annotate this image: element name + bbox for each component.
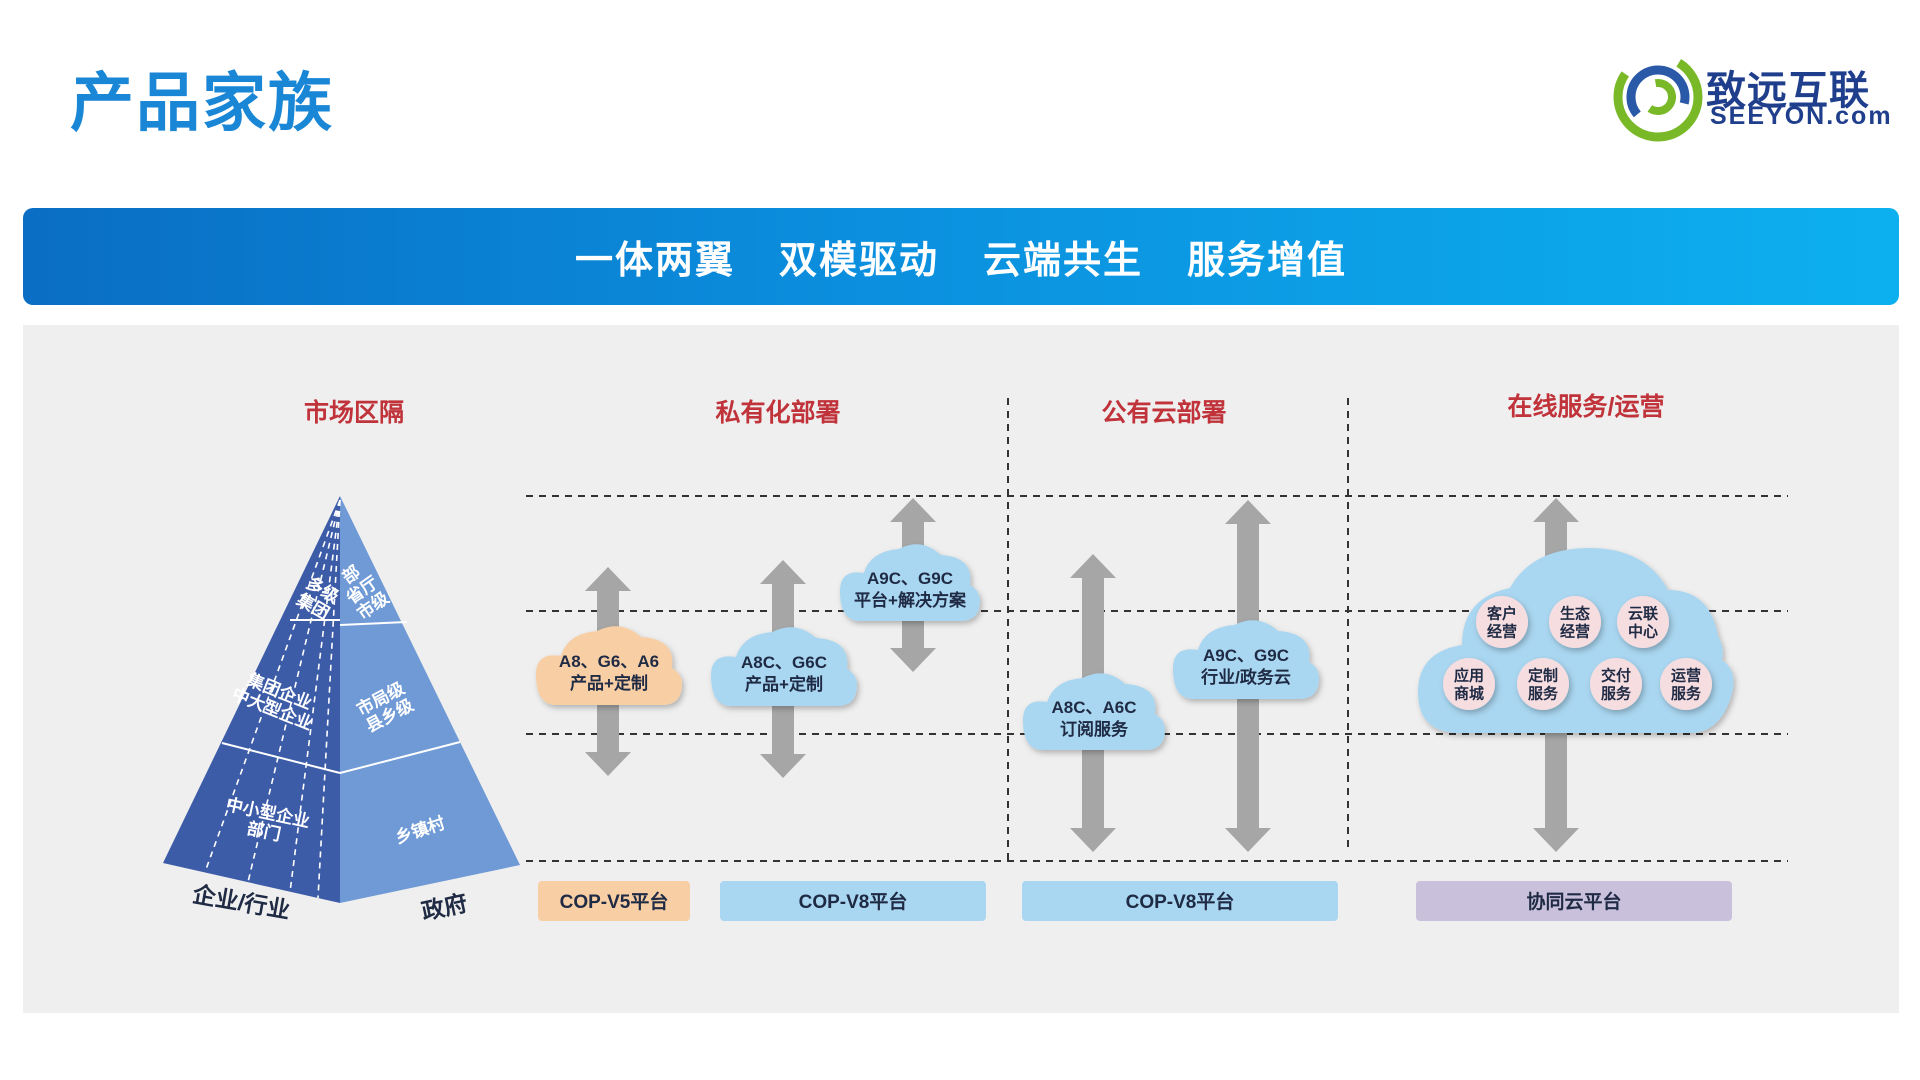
pyramid-left-face xyxy=(163,496,340,903)
service-bubble-label: 应用商城 xyxy=(1454,666,1484,702)
service-bubble-shape xyxy=(1517,658,1569,710)
service-bubble-label: 交付服务 xyxy=(1601,666,1632,702)
platform-label: COP-V5平台 xyxy=(560,890,669,913)
logo: 致远互联 SEEYON.com xyxy=(1610,52,1891,142)
service-bubble-label: 运营服务 xyxy=(1671,667,1702,702)
service-bubble-3: 云联中心 xyxy=(1617,596,1669,648)
slogan-3: 云端共生 xyxy=(983,240,1144,282)
slogan-1: 一体两翼 xyxy=(574,240,735,282)
section-title-online: 在线服务/运营 xyxy=(1508,392,1665,421)
platform-bar-shape xyxy=(538,881,690,921)
service-bubble-shape xyxy=(1590,658,1642,710)
platform-label: COP-V8平台 xyxy=(1126,890,1235,913)
cloud-shape xyxy=(711,627,857,706)
service-bubble-shape xyxy=(1660,658,1712,710)
platform-bar-shape xyxy=(1416,881,1732,921)
platform-bar-shape xyxy=(720,881,986,921)
page-title: 产品家族 xyxy=(70,67,334,139)
service-bubble-5: 定制服务 xyxy=(1517,658,1569,710)
pyramid-right-face xyxy=(340,496,520,903)
service-bubble-2: 生态经营 xyxy=(1549,596,1601,648)
slogan-2: 双模驱动 xyxy=(778,240,939,282)
service-bubble-1: 客户经营 xyxy=(1476,596,1528,648)
service-bubble-6: 交付服务 xyxy=(1590,658,1642,710)
service-bubble-label: 生态经营 xyxy=(1560,604,1590,640)
service-bubble-4: 应用商城 xyxy=(1443,658,1495,710)
seeyon-swirl-icon xyxy=(1613,52,1703,142)
cloud-shape xyxy=(536,626,682,705)
section-title-private: 私有化部署 xyxy=(715,398,840,427)
service-bubble-shape xyxy=(1549,596,1601,648)
logo-en-text: SEEYON.com xyxy=(1710,102,1893,130)
logo-cn-text: 致远互联 xyxy=(1706,69,1870,113)
cloud-shape xyxy=(840,544,980,621)
service-bubble-label: 客户经营 xyxy=(1486,604,1517,640)
pyramid-base-right: 政府 xyxy=(419,890,469,925)
platform-bar-1: COP-V5平台 xyxy=(538,881,690,921)
platform-bar-4: 协同云平台 xyxy=(1416,881,1732,921)
platform-label: COP-V8平台 xyxy=(799,890,908,913)
cloud-shape xyxy=(1173,620,1319,699)
section-title-public: 公有云部署 xyxy=(1101,398,1226,427)
cloud-shape xyxy=(1023,673,1165,750)
service-bubble-shape xyxy=(1476,596,1528,648)
platform-bars: COP-V5平台 COP-V8平台 COP-V8平台 协同云平台 xyxy=(538,881,1732,921)
service-bubble-7: 运营服务 xyxy=(1660,658,1712,710)
slogan-4: 服务增值 xyxy=(1187,240,1348,282)
service-bubble-shape xyxy=(1443,658,1495,710)
service-bubble-label: 云联中心 xyxy=(1628,605,1659,640)
platform-bar-2: COP-V8平台 xyxy=(720,881,986,921)
slogan-banner: 一体两翼 双模驱动 云端共生 服务增值 xyxy=(23,208,1899,305)
service-bubble-label: 定制服务 xyxy=(1528,666,1559,702)
service-bubble-shape xyxy=(1617,596,1669,648)
platform-label: 协同云平台 xyxy=(1526,890,1621,913)
platform-bar-3: COP-V8平台 xyxy=(1022,881,1338,921)
section-title-market: 市场区隔 xyxy=(304,398,404,427)
platform-bar-shape xyxy=(1022,881,1338,921)
